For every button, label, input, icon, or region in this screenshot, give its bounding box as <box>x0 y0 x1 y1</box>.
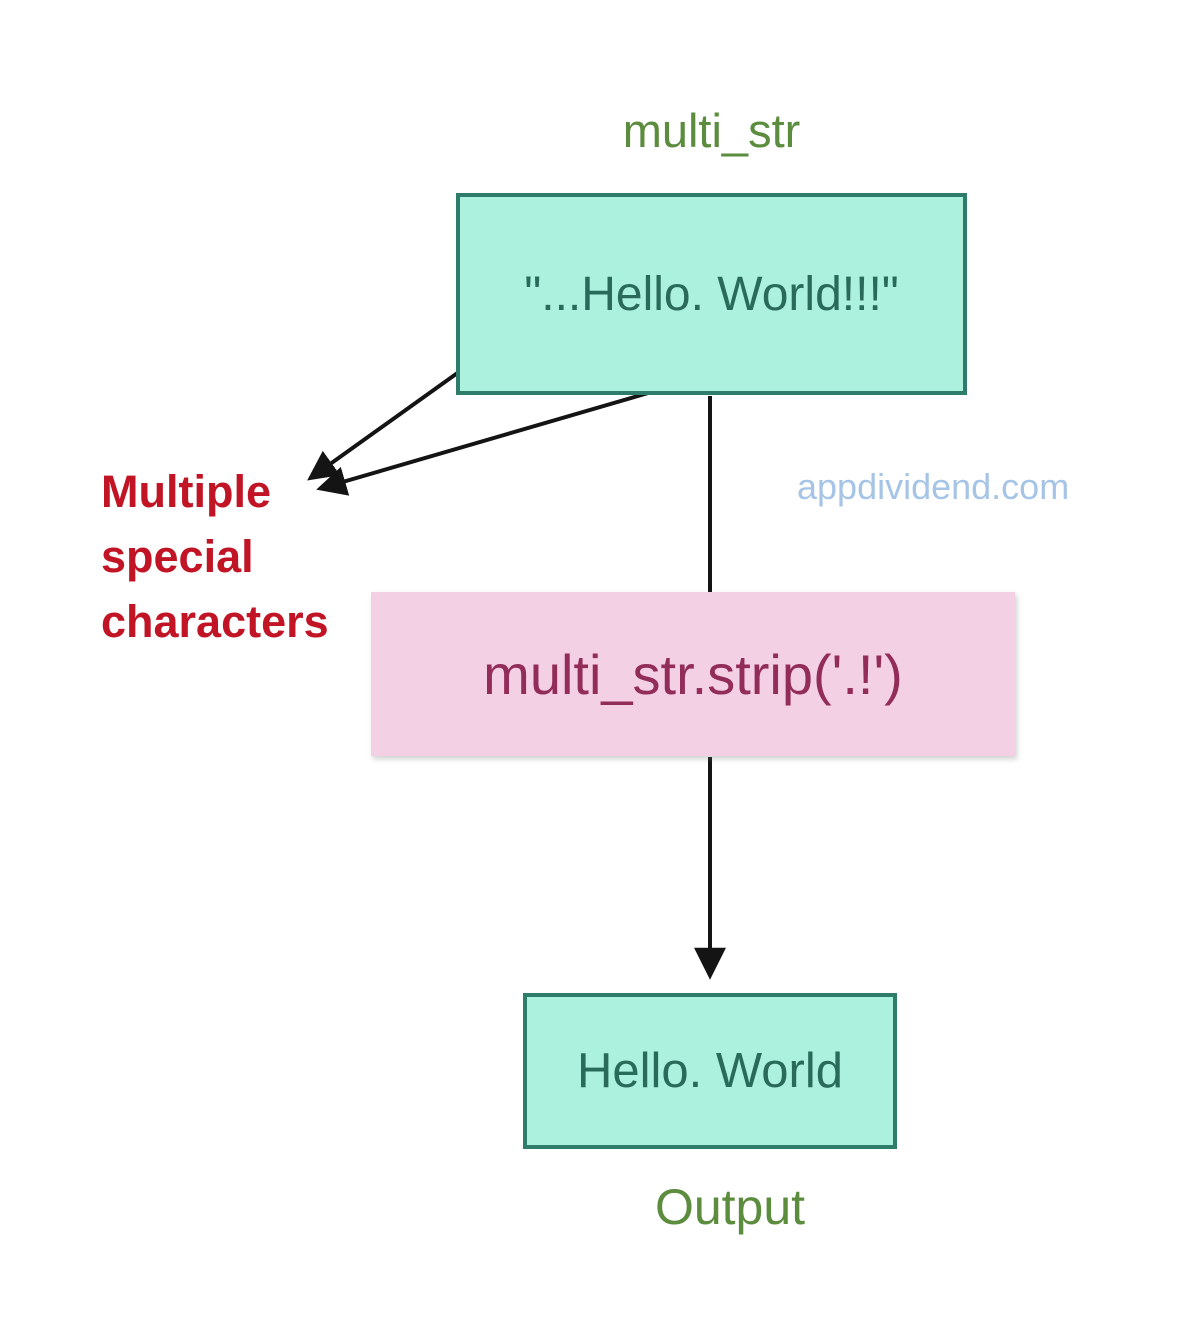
strip-operation-text: multi_str.strip('.!') <box>483 642 903 706</box>
strip-operation-box: multi_str.strip('.!') <box>371 592 1015 756</box>
output-string-box: Hello. World <box>523 993 897 1149</box>
output-string-text: Hello. World <box>577 1044 843 1098</box>
input-string-text: "...Hello. World!!!" <box>524 267 899 321</box>
annotation-multiple-special-characters: Multiple special characters <box>101 466 329 647</box>
input-variable-label: multi_str <box>622 104 801 157</box>
watermark-appdividend: appdividend.com <box>797 466 1070 507</box>
input-string-box: "...Hello. World!!!" <box>456 193 967 395</box>
output-label: Output <box>654 1179 806 1235</box>
